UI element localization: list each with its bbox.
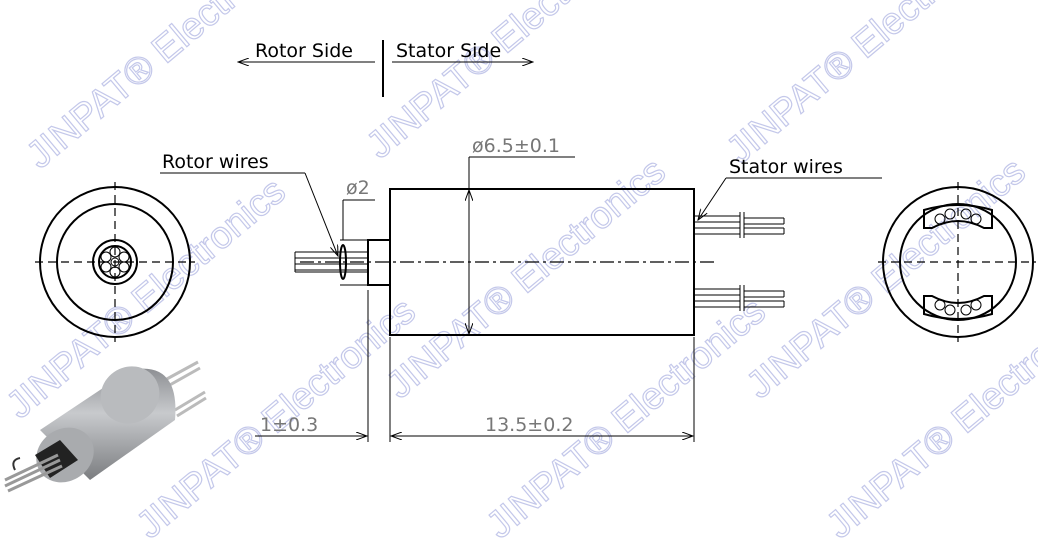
rotor-end-view	[35, 182, 195, 342]
stator-side-label: Stator Side	[396, 40, 501, 62]
shaft-length-dimension: 1±0.3	[260, 414, 318, 436]
side-indicator: Rotor Side Stator Side	[238, 40, 533, 97]
body-length-dimension: 13.5±0.2	[485, 414, 573, 436]
dimensions: ø6.5±0.1 ø2 1±0.3 13.5±0.2	[255, 135, 695, 442]
shaft-diameter-dimension: ø2	[346, 177, 370, 199]
callouts: Rotor wires Stator wires	[160, 151, 882, 256]
watermark: JINPAT® Electronics	[719, 0, 1014, 172]
rotor-wires-label: Rotor wires	[162, 151, 269, 173]
stator-end-view	[878, 182, 1036, 342]
product-3d-render	[4, 360, 207, 493]
watermark: JINPAT® Electronics	[739, 150, 1034, 407]
rotor-wire-bundle	[294, 239, 368, 286]
stator-wires-label: Stator wires	[729, 156, 843, 178]
rotor-side-label: Rotor Side	[255, 40, 353, 62]
side-view	[294, 188, 785, 336]
body-diameter-dimension: ø6.5±0.1	[472, 135, 560, 157]
